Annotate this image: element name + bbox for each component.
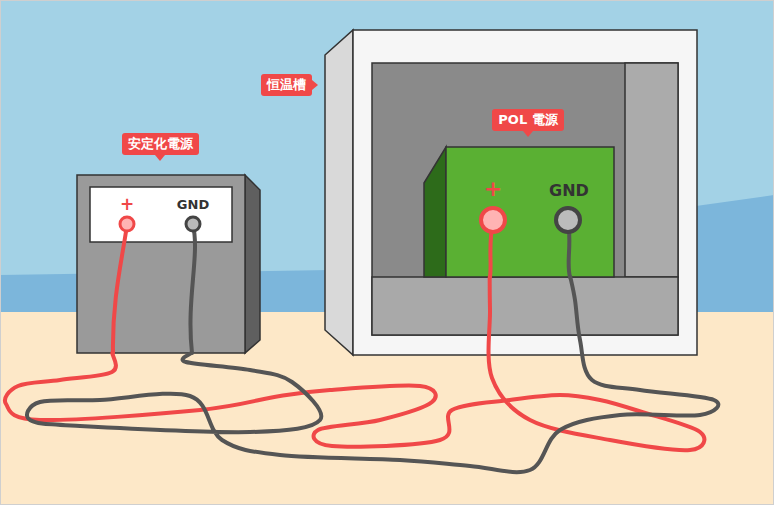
- callout-tag: POL 電源: [492, 109, 563, 131]
- cable: [5, 277, 704, 450]
- chamber-wall: [625, 63, 678, 277]
- supply-front: [77, 175, 245, 353]
- chamber-cavity: [372, 63, 678, 335]
- chamber-shelf: [372, 277, 678, 335]
- supply-side: [245, 175, 260, 353]
- pol-supply: POL 電源: [446, 147, 614, 277]
- pol-front: [446, 147, 614, 277]
- terminal: [556, 208, 580, 232]
- callout-tag: 安定化電源: [122, 133, 199, 155]
- supply-panel: [90, 187, 232, 242]
- terminal-label: GND: [549, 183, 589, 199]
- power-supply: 安定化電源: [77, 175, 245, 353]
- terminal: [120, 217, 134, 231]
- wire-stub: [190, 225, 195, 353]
- chamber-side: [325, 30, 353, 355]
- terminal: [186, 217, 200, 231]
- wire-stub: [113, 225, 127, 353]
- callout-tag: 恒温槽: [261, 74, 312, 96]
- terminal: [481, 208, 505, 232]
- terminal-label: +: [484, 178, 502, 200]
- pol-side: [424, 147, 446, 277]
- terminal-label: GND: [177, 198, 209, 211]
- cable: [27, 277, 718, 472]
- chamber-front: [353, 30, 697, 355]
- terminal-label: +: [120, 196, 134, 213]
- chamber: 恒温槽POL 電源: [325, 30, 697, 355]
